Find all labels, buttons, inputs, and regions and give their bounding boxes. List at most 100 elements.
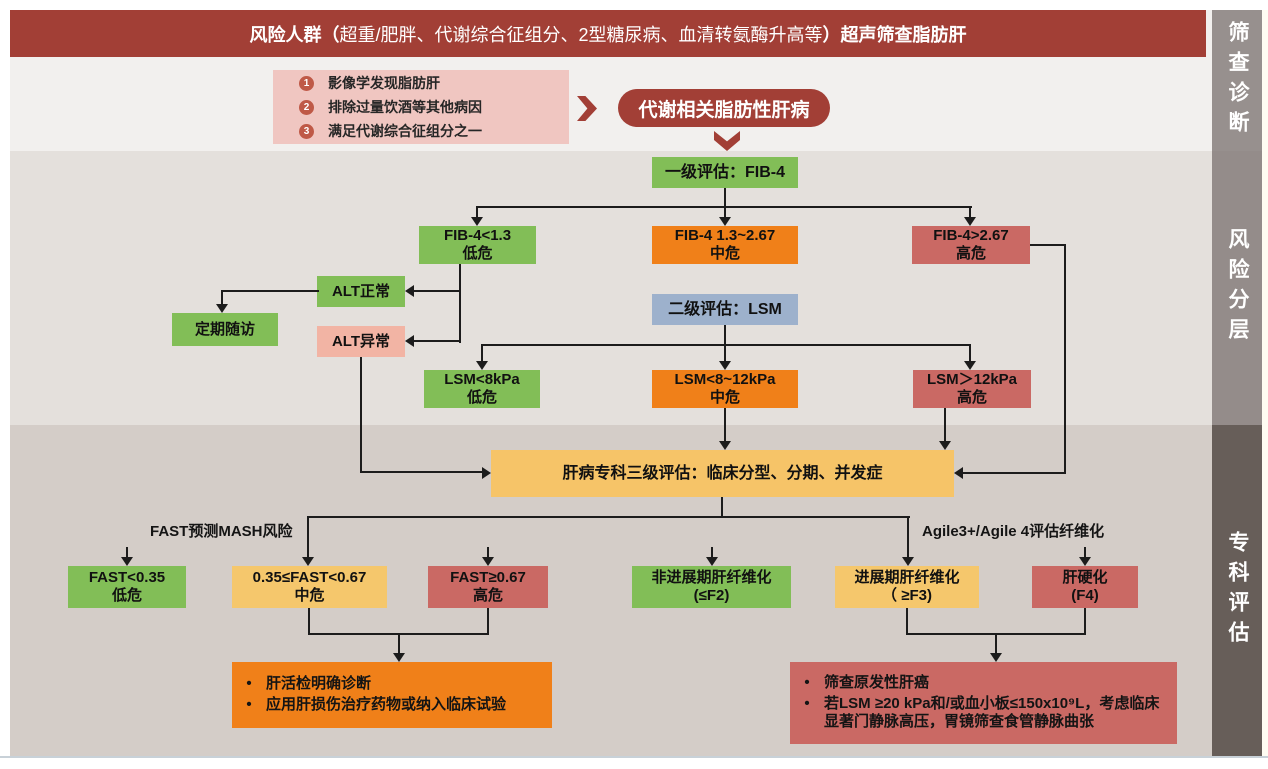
node-lsm-low: LSM<8kPa 低危 xyxy=(424,370,540,408)
bottom-divider xyxy=(0,756,1268,758)
arrowhead-icon xyxy=(471,217,483,226)
node-text: 低危 xyxy=(466,389,497,406)
connector-line xyxy=(711,547,713,558)
criteria-text: 满足代谢综合征组分之一 xyxy=(328,123,482,139)
numbered-circle-icon: 1 xyxy=(299,75,314,91)
arrowhead-icon xyxy=(482,467,491,479)
connector-line xyxy=(721,497,723,518)
sidebar-label: 筛查诊断 xyxy=(1226,20,1249,141)
connector-line xyxy=(969,206,971,218)
node-text: FIB-4 1.3~2.67 xyxy=(674,227,776,244)
node-alt-normal: ALT正常 xyxy=(317,276,405,307)
label-agile: Agile3+/Agile 4评估纤维化 xyxy=(922,523,1105,540)
connector-line xyxy=(724,188,726,208)
arrowhead-icon xyxy=(954,467,963,479)
node-text: 进展期肝纤维化 xyxy=(854,569,960,586)
connector-line xyxy=(308,608,310,635)
node-text: 中危 xyxy=(709,389,740,406)
connector-line xyxy=(398,633,400,654)
node-cirrhosis: 肝硬化 (F4) xyxy=(1032,566,1138,608)
connector-line xyxy=(221,290,319,292)
arrowhead-icon xyxy=(476,361,488,370)
bullet-text: 肝活检明确诊断 xyxy=(266,675,372,693)
connector-line xyxy=(407,340,460,342)
connector-line xyxy=(126,547,128,558)
bullet-text: 应用肝损伤治疗药物或纳入临床试验 xyxy=(266,696,507,713)
connector-line xyxy=(1084,547,1086,558)
diagnosis-criteria-box: 1 影像学发现脂肪肝 2 排除过量饮酒等其他病因 3 满足代谢综合征组分之一 xyxy=(273,70,569,144)
arrowhead-icon xyxy=(719,441,731,450)
node-eval2-lsm: 二级评估：LSM xyxy=(652,294,798,325)
section-risk-bg xyxy=(10,151,1212,425)
sidebar-label: 专科评估 xyxy=(1226,530,1249,651)
arrowhead-icon xyxy=(990,653,1002,662)
risk-population-banner: 风险人群（超重/肥胖、代谢综合征组分、2型糖尿病、血清转氨酶升高等）超声筛查脂肪… xyxy=(10,10,1206,57)
banner-text: 风险人群（ xyxy=(249,24,340,45)
node-fib4-low: FIB-4<1.3 低危 xyxy=(419,226,536,264)
criteria-item: 2 排除过量饮酒等其他病因 xyxy=(299,97,569,117)
connector-line xyxy=(476,206,478,218)
connector-line xyxy=(1064,244,1066,474)
connector-line xyxy=(907,516,909,558)
node-text: 非进展期肝纤维化 xyxy=(651,569,772,586)
node-text: （ ≥F3) xyxy=(882,587,932,604)
arrowhead-icon xyxy=(482,557,494,566)
arrowhead-icon xyxy=(405,285,414,297)
node-text: FAST<0.35 xyxy=(88,569,166,586)
node-fast-high: FAST≥0.67 高危 xyxy=(428,566,548,608)
connector-line xyxy=(724,325,726,346)
node-eval3-specialist: 肝病专科三级评估：临床分型、分期、并发症 xyxy=(491,450,954,497)
connector-line xyxy=(307,516,910,518)
connector-line xyxy=(995,633,997,654)
numbered-circle-icon: 3 xyxy=(299,123,314,139)
node-text: 高危 xyxy=(472,587,503,604)
bullet-text: 若LSM ≥20 kPa和/或血小板≤150x10⁹L，考虑临床显著门静脉高压，… xyxy=(824,694,1160,731)
node-text: FIB-4<1.3 xyxy=(443,227,512,244)
connector-line xyxy=(906,608,908,635)
numbered-circle-icon: 2 xyxy=(299,99,314,115)
node-fibrosis-nonadvanced: 非进展期肝纤维化 (≤F2) xyxy=(632,566,791,608)
node-eval1-fib4: 一级评估：FIB-4 xyxy=(652,157,798,188)
bullet-icon: • xyxy=(804,694,810,712)
arrowhead-icon xyxy=(964,361,976,370)
box-biopsy-treatment: • 肝活检明确诊断 • 应用肝损伤治疗药物或纳入临床试验 xyxy=(232,662,552,728)
node-lsm-high: LSM＞12kPa 高危 xyxy=(913,370,1031,408)
connector-line xyxy=(360,357,362,473)
right-edge-strip xyxy=(1262,10,1268,756)
connector-line xyxy=(407,290,460,292)
node-text: (F4) xyxy=(1071,587,1099,604)
criteria-item: 3 满足代谢综合征组分之一 xyxy=(299,121,569,141)
banner-text: 超重/肥胖、代谢综合征组分、2型糖尿病、血清转氨酶升高等 xyxy=(339,24,823,45)
connector-line xyxy=(481,344,971,346)
sidebar-section-screening: 筛查诊断 xyxy=(1212,10,1262,151)
connector-line xyxy=(487,547,489,558)
node-text: 中危 xyxy=(294,587,325,604)
arrowhead-icon xyxy=(964,217,976,226)
node-lsm-mid: LSM<8~12kPa 中危 xyxy=(652,370,798,408)
arrowhead-icon xyxy=(902,557,914,566)
connector-line xyxy=(360,471,482,473)
connector-line xyxy=(724,344,726,362)
bullet-icon: • xyxy=(246,675,252,693)
criteria-text: 影像学发现脂肪肝 xyxy=(328,75,440,91)
bullet-item: • 肝活检明确诊断 xyxy=(232,675,552,694)
criteria-text: 排除过量饮酒等其他病因 xyxy=(328,99,482,115)
banner-text: ）超声筛查脂肪肝 xyxy=(822,24,967,45)
sidebar-section-specialist: 专科评估 xyxy=(1212,425,1262,756)
connector-line xyxy=(1030,244,1066,246)
node-text: FIB-4>2.67 xyxy=(933,227,1009,244)
node-text: (≤F2) xyxy=(693,587,730,604)
arrowhead-icon xyxy=(706,557,718,566)
bullet-item: • 若LSM ≥20 kPa和/或血小板≤150x10⁹L，考虑临床显著门静脉高… xyxy=(790,695,1177,733)
box-hcc-surveillance: • 筛查原发性肝癌 • 若LSM ≥20 kPa和/或血小板≤150x10⁹L，… xyxy=(790,662,1177,744)
node-text: FAST≥0.67 xyxy=(450,569,526,586)
node-text: 肝硬化 xyxy=(1062,569,1108,586)
node-text: 中危 xyxy=(709,245,740,262)
node-fibrosis-advanced: 进展期肝纤维化 （ ≥F3) xyxy=(835,566,979,608)
bullet-item: • 筛查原发性肝癌 xyxy=(790,674,1177,693)
connector-line xyxy=(969,344,971,362)
connector-line xyxy=(307,516,309,558)
node-alt-abnormal: ALT异常 xyxy=(317,326,405,357)
connector-line xyxy=(724,408,726,442)
